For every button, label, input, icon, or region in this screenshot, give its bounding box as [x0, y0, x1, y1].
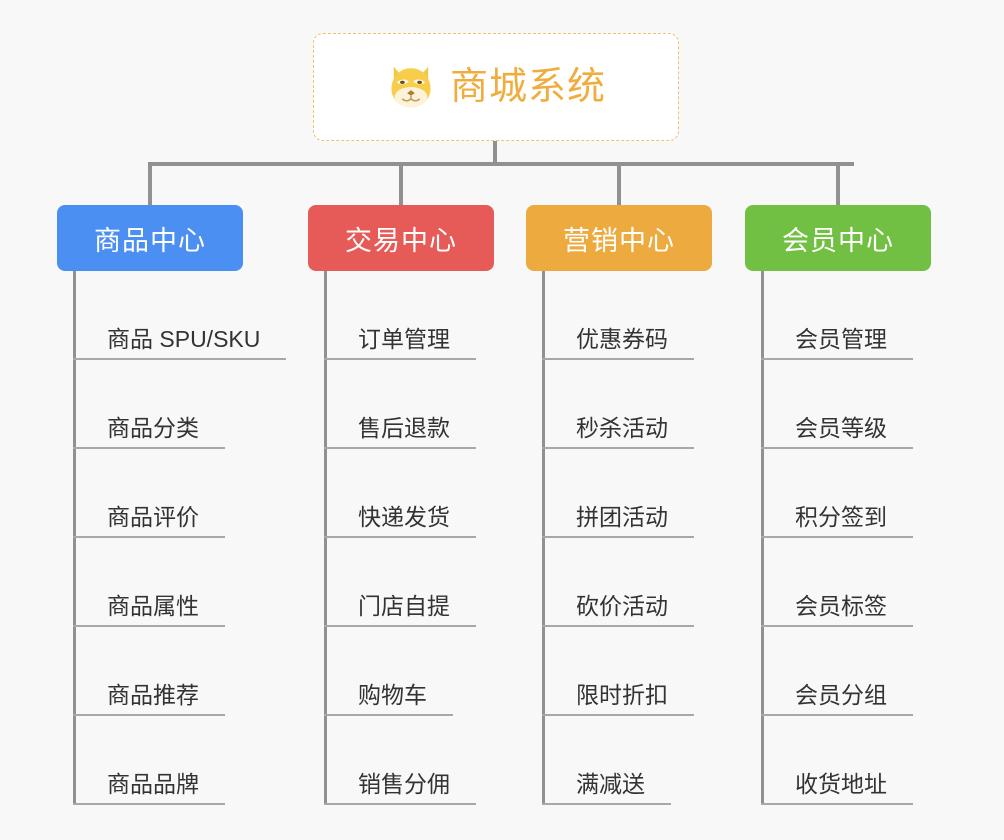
- leaf-item[interactable]: 优惠券码: [542, 271, 694, 360]
- leaf-underline: 商品评价: [73, 503, 225, 538]
- leaf-underline: 拼团活动: [542, 503, 694, 538]
- leaf-item[interactable]: 商品 SPU/SKU: [73, 271, 287, 360]
- leaf-label: 会员标签: [795, 592, 887, 619]
- leaf-label: 满减送: [576, 770, 645, 797]
- leaf-item[interactable]: 会员管理: [761, 271, 913, 360]
- leaf-item[interactable]: 积分签到: [761, 449, 913, 538]
- leaf-underline: 快递发货: [324, 503, 476, 538]
- leaf-underline: 优惠券码: [542, 325, 694, 360]
- branch-column-3: 优惠券码秒杀活动拼团活动砍价活动限时折扣满减送: [542, 271, 694, 805]
- leaf-label: 商品品牌: [107, 770, 199, 797]
- leaf-label: 快递发货: [358, 503, 450, 530]
- leaf-item[interactable]: 订单管理: [324, 271, 476, 360]
- leaf-label: 会员等级: [795, 414, 887, 441]
- leaf-item[interactable]: 售后退款: [324, 360, 476, 449]
- branch-column-2: 订单管理售后退款快递发货门店自提购物车销售分佣: [324, 271, 476, 805]
- leaf-label: 收货地址: [795, 770, 887, 797]
- leaf-underline: 会员标签: [761, 592, 913, 627]
- leaf-underline: 商品推荐: [73, 681, 225, 716]
- leaf-underline: 购物车: [324, 681, 453, 716]
- leaf-underline: 砍价活动: [542, 592, 694, 627]
- leaf-item[interactable]: 商品评价: [73, 449, 286, 538]
- leaf-label: 销售分佣: [358, 770, 450, 797]
- leaf-underline: 秒杀活动: [542, 414, 694, 449]
- leaf-underline: 会员管理: [761, 325, 913, 360]
- leaf-item[interactable]: 商品品牌: [73, 716, 286, 805]
- branch-spine: [542, 271, 545, 805]
- root-title: 商城系统: [449, 66, 606, 108]
- connector-drop-2: [399, 162, 403, 206]
- leaf-underline: 会员等级: [761, 414, 913, 449]
- leaf-item[interactable]: 收货地址: [761, 716, 913, 805]
- leaf-item[interactable]: 商品分类: [73, 360, 286, 449]
- leaf-item[interactable]: 会员等级: [761, 360, 913, 449]
- leaf-item[interactable]: 商品推荐: [73, 627, 286, 716]
- leaf-label: 优惠券码: [576, 325, 668, 352]
- branch-spine: [324, 271, 327, 805]
- category-node-4[interactable]: 会员中心: [745, 205, 931, 271]
- category-node-1[interactable]: 商品中心: [57, 205, 243, 271]
- leaf-underline: 商品属性: [73, 592, 225, 627]
- category-label: 交易中心: [345, 225, 457, 256]
- category-node-2[interactable]: 交易中心: [308, 205, 494, 271]
- category-node-3[interactable]: 营销中心: [526, 205, 712, 271]
- leaf-underline: 满减送: [542, 770, 671, 805]
- leaf-underline: 门店自提: [324, 592, 476, 627]
- category-label: 会员中心: [782, 225, 894, 256]
- leaf-underline: 商品分类: [73, 414, 225, 449]
- leaf-item[interactable]: 会员分组: [761, 627, 913, 716]
- connector-root-stem: [493, 141, 497, 165]
- connector-horizontal-bus: [149, 162, 854, 166]
- leaf-label: 商品属性: [107, 592, 199, 619]
- leaf-label: 会员管理: [795, 325, 887, 352]
- leaf-item[interactable]: 秒杀活动: [542, 360, 694, 449]
- branch-column-1: 商品 SPU/SKU 商品分类商品评价商品属性商品推荐商品品牌: [73, 271, 287, 805]
- connector-drop-1: [148, 162, 152, 206]
- connector-drop-3: [617, 162, 621, 206]
- leaf-item[interactable]: 限时折扣: [542, 627, 694, 716]
- leaf-label: 订单管理: [358, 325, 450, 352]
- leaf-item[interactable]: 商品属性: [73, 538, 286, 627]
- branch-spine: [761, 271, 764, 805]
- leaf-item[interactable]: 会员标签: [761, 538, 913, 627]
- category-label: 营销中心: [563, 225, 675, 256]
- shiba-dog-icon: [391, 66, 431, 108]
- leaf-label: 积分签到: [795, 503, 887, 530]
- leaf-item[interactable]: 砍价活动: [542, 538, 694, 627]
- leaf-item[interactable]: 满减送: [542, 716, 694, 805]
- connector-drop-4: [836, 162, 840, 206]
- leaf-underline: 收货地址: [761, 770, 913, 805]
- leaf-label: 售后退款: [358, 414, 450, 441]
- leaf-item[interactable]: 门店自提: [324, 538, 476, 627]
- leaf-underline: 积分签到: [761, 503, 913, 538]
- root-node[interactable]: 商城系统: [313, 33, 679, 141]
- leaf-label: 拼团活动: [576, 503, 668, 530]
- leaf-item[interactable]: 快递发货: [324, 449, 476, 538]
- leaf-underline: 限时折扣: [542, 681, 694, 716]
- leaf-underline: 会员分组: [761, 681, 913, 716]
- branch-column-4: 会员管理会员等级积分签到会员标签会员分组收货地址: [761, 271, 913, 805]
- leaf-label: 商品分类: [107, 414, 199, 441]
- leaf-label: 秒杀活动: [576, 414, 668, 441]
- leaf-underline: 商品品牌: [73, 770, 225, 805]
- leaf-label: 会员分组: [795, 681, 887, 708]
- leaf-underline: 销售分佣: [324, 770, 476, 805]
- leaf-label: 限时折扣: [576, 681, 668, 708]
- leaf-underline: 售后退款: [324, 414, 476, 449]
- leaf-underline: 订单管理: [324, 325, 476, 360]
- leaf-label: 商品评价: [107, 503, 199, 530]
- category-label: 商品中心: [94, 225, 206, 256]
- leaf-item[interactable]: 销售分佣: [324, 716, 476, 805]
- leaf-label: 砍价活动: [576, 592, 668, 619]
- leaf-label: 门店自提: [358, 592, 450, 619]
- leaf-item[interactable]: 购物车: [324, 627, 476, 716]
- leaf-label: 购物车: [358, 681, 427, 708]
- leaf-label: 商品 SPU/SKU: [107, 325, 261, 352]
- leaf-underline: 商品 SPU/SKU: [73, 325, 287, 360]
- leaf-label: 商品推荐: [107, 681, 199, 708]
- leaf-item[interactable]: 拼团活动: [542, 449, 694, 538]
- branch-spine: [73, 271, 76, 805]
